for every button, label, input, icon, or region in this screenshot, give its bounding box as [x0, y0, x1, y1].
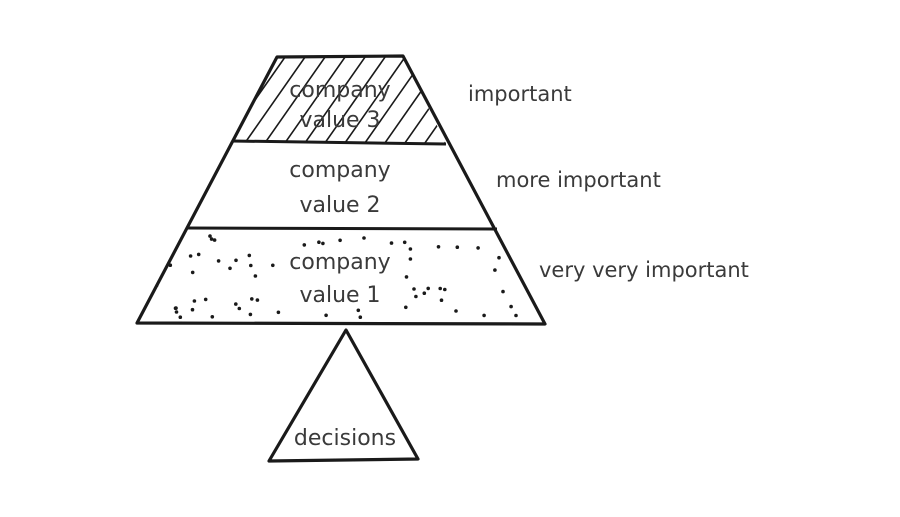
texture-dot [404, 275, 409, 279]
texture-dot [208, 234, 212, 238]
texture-dot [237, 306, 242, 311]
texture-dot [520, 249, 525, 254]
texture-dot [514, 313, 518, 318]
texture-dot [404, 305, 408, 310]
base-triangle [267, 328, 420, 463]
texture-dot [497, 255, 501, 260]
texture-dot [276, 310, 281, 315]
texture-dot [173, 306, 178, 311]
texture-dot [476, 246, 480, 250]
hatch-stroke [419, 56, 446, 144]
texture-dot [190, 307, 195, 312]
texture-dot [234, 258, 238, 263]
texture-dot [439, 298, 444, 303]
texture-dot [174, 310, 179, 314]
layer-middle-label-line1: company [289, 158, 390, 183]
layer-top-label-line1: company [289, 78, 390, 103]
texture-dot [454, 309, 458, 313]
texture-dot [234, 302, 238, 306]
texture-dot [203, 297, 208, 302]
texture-dot [196, 252, 201, 257]
layer-bottom-label-line2: value 1 [299, 283, 380, 308]
pyramid-outline [135, 54, 547, 326]
importance-label-top: important [468, 82, 572, 106]
texture-dot [422, 291, 427, 296]
texture-dot [250, 297, 254, 301]
texture-dot [248, 312, 253, 317]
texture-dot [271, 263, 275, 268]
texture-dot [152, 246, 157, 251]
texture-dot [338, 238, 342, 243]
texture-dot [414, 294, 418, 299]
texture-dot [146, 263, 150, 268]
texture-dot [228, 266, 232, 271]
texture-dot [192, 299, 197, 303]
texture-dot [216, 259, 221, 263]
hatch-stroke [319, 56, 391, 144]
texture-dot [249, 263, 253, 268]
texture-dot [493, 268, 497, 272]
texture-dot [302, 243, 307, 247]
texture-dot [188, 254, 193, 258]
hatch-stroke [399, 56, 446, 144]
texture-dot [408, 257, 413, 261]
texture-dot [520, 260, 525, 265]
layer-bottom-label-line1: company [289, 250, 390, 275]
texture-dot [426, 286, 431, 291]
texture-dot [178, 315, 183, 320]
texture-dot [389, 241, 394, 245]
layer-divider-bottom [185, 226, 498, 231]
texture-dot [436, 245, 441, 249]
texture-dot [482, 313, 486, 318]
hatch-stroke [279, 56, 351, 144]
hatch-stroke [239, 56, 311, 144]
hatch-stroke [259, 56, 331, 144]
texture-dot [501, 289, 505, 294]
texture-dot [190, 270, 195, 275]
texture-dot [324, 313, 328, 318]
texture-dot [210, 315, 215, 319]
texture-dot [255, 298, 260, 302]
texture-dot [402, 240, 407, 245]
hatch-stroke [299, 56, 371, 144]
texture-dot [408, 247, 413, 251]
texture-dot [317, 240, 321, 244]
texture-dot [412, 287, 416, 291]
texture-dot [209, 237, 214, 241]
texture-dot [443, 287, 447, 292]
texture-dot [247, 253, 252, 258]
texture-dot [362, 236, 366, 240]
texture-dot [455, 245, 460, 249]
hatch-stroke [339, 56, 411, 144]
texture-dot [358, 315, 363, 320]
base-label: decisions [294, 426, 396, 451]
importance-label-bottom: very very important [539, 258, 749, 282]
importance-label-middle: more important [496, 168, 661, 192]
layer-divider-top [231, 139, 447, 146]
texture-dot [212, 238, 217, 242]
layer-top-label-line2: value 3 [299, 108, 380, 133]
texture-dot [527, 279, 531, 284]
texture-dot [509, 304, 513, 309]
texture-dot [253, 274, 258, 278]
texture-dot [175, 235, 180, 240]
layer-middle-label-line2: value 2 [299, 193, 380, 218]
texture-dot [356, 308, 361, 313]
texture-dot [321, 241, 325, 246]
texture-dot [438, 286, 443, 291]
